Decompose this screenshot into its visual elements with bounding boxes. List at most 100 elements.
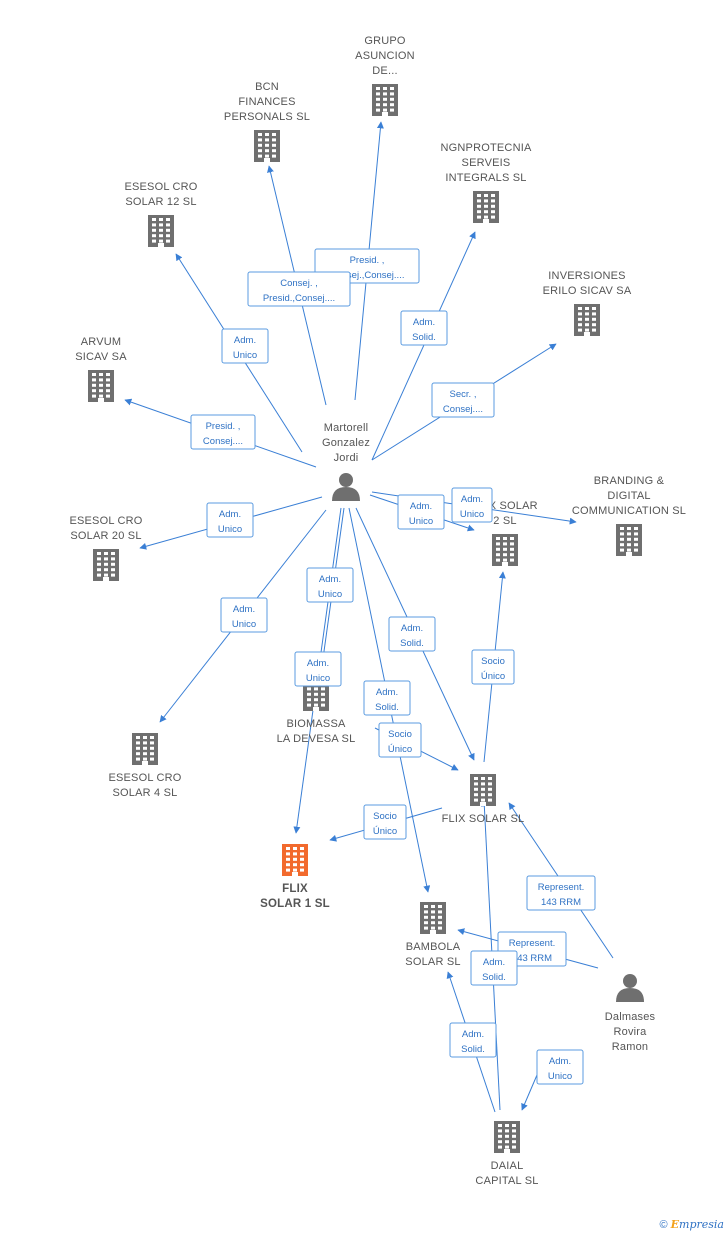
company-node-biomassa[interactable]: BIOMASSA LA DEVESA SL xyxy=(277,679,356,745)
building-icon xyxy=(574,304,600,336)
edge-label-text: Adm. xyxy=(461,494,483,505)
company-node-daial[interactable]: DAIAL CAPITAL SL xyxy=(475,1121,538,1187)
edge-label[interactable]: Adm.Unico xyxy=(397,494,445,530)
node-label: BIOMASSA xyxy=(286,718,346,730)
company-node-flix1[interactable]: FLIX SOLAR 1 SL xyxy=(260,844,330,910)
node-label: FLIX xyxy=(282,883,308,895)
edge-label-box xyxy=(536,1049,584,1085)
building-icon xyxy=(473,191,499,223)
edge-label-text: Solid. xyxy=(461,1044,485,1055)
node-label: DAIAL xyxy=(491,1160,524,1172)
edge-label[interactable]: Adm.Unico xyxy=(220,597,268,633)
node-label: SOLAR SL xyxy=(405,956,460,968)
node-label: SOLAR 20 SL xyxy=(70,530,141,542)
node-label: 2 SL xyxy=(493,515,516,527)
node-label: ASUNCION xyxy=(355,50,415,62)
edge-label-box xyxy=(397,494,445,530)
edge-label[interactable]: Adm.Solid. xyxy=(449,1022,497,1058)
relationship-edge xyxy=(371,231,476,461)
edge-label[interactable]: Adm.Solid. xyxy=(388,616,436,652)
edge-label[interactable]: Adm.Solid. xyxy=(363,680,411,716)
edge-label-text: Consej.... xyxy=(443,404,483,415)
node-label: CAPITAL SL xyxy=(475,1175,538,1187)
edge-label[interactable]: Secr. , Consej.... xyxy=(431,382,495,418)
edge-label-text: Presid. , xyxy=(206,421,241,432)
edge-label-text: Solid. xyxy=(375,702,399,713)
building-icon xyxy=(420,902,446,934)
edge-label[interactable]: Adm.Unico xyxy=(294,651,342,687)
company-node-esesol20[interactable]: ESESOL CRO SOLAR 20 SL xyxy=(69,515,143,581)
building-icon xyxy=(93,549,119,581)
edge-label[interactable]: Adm.Solid. xyxy=(400,310,448,346)
edge-label-text: Único xyxy=(388,744,412,755)
edge-label[interactable]: Presid. ,Consej.... xyxy=(190,414,256,450)
footer-brand[interactable]: © Empresia xyxy=(659,1218,724,1231)
node-label: SERVEIS xyxy=(462,157,511,169)
edge-label-text: Adm. xyxy=(307,658,329,669)
brand-logo: Empresia xyxy=(670,1218,724,1231)
edge-label-text: Consej.,Consej.... xyxy=(330,270,405,281)
node-label: LA DEVESA SL xyxy=(277,733,356,745)
edge-label-text: Socio xyxy=(388,729,412,740)
edge-label[interactable]: Adm.Unico xyxy=(306,567,354,603)
edge-label-box xyxy=(363,680,411,716)
edge-label-text: Adm. xyxy=(233,604,255,615)
edge-label-box xyxy=(400,310,448,346)
edge-label[interactable]: Consej. ,Presid.,Consej.... xyxy=(247,271,351,307)
edge-label-box xyxy=(449,1022,497,1058)
edge-label-box xyxy=(190,414,256,450)
company-node-flixsolar[interactable]: FLIX SOLAR SL xyxy=(442,774,525,825)
edge-label[interactable]: Adm.Solid. xyxy=(470,950,518,986)
node-label: Martorell xyxy=(324,422,369,434)
building-icon xyxy=(616,524,642,556)
edge-label-box xyxy=(526,875,596,911)
node-label: BCN xyxy=(255,81,279,93)
node-label: ARVUM xyxy=(81,336,122,348)
edge-label[interactable]: Adm.Unico xyxy=(221,328,269,364)
edge-label-box xyxy=(451,487,493,523)
edge-label[interactable]: Represent.143 RRM xyxy=(526,875,596,911)
edge-label[interactable]: Adm. Unico xyxy=(451,487,493,523)
building-icon xyxy=(492,534,518,566)
edge-label-box xyxy=(471,649,515,685)
edge-label-box xyxy=(388,616,436,652)
edge-label-text: Adm. xyxy=(234,335,256,346)
edge-label-box xyxy=(220,597,268,633)
node-label: SOLAR 1 SL xyxy=(260,898,330,910)
edge-label[interactable]: Adm.Unico xyxy=(536,1049,584,1085)
edge-label-text: Unico xyxy=(409,516,433,527)
edge-label-box xyxy=(206,502,254,538)
company-node-grupo[interactable]: GRUPOASUNCIONDE... xyxy=(355,35,415,116)
node-label: BRANDING & xyxy=(594,475,665,487)
edge-label[interactable]: Adm.Unico xyxy=(206,502,254,538)
edge-label-text: Secr. , xyxy=(450,389,477,400)
node-label: INTEGRALS SL xyxy=(445,172,526,184)
node-label: Jordi xyxy=(334,452,359,464)
node-label: NGNPROTECNIA xyxy=(440,142,531,154)
edge-label-box xyxy=(294,651,342,687)
edge-label-text: Unico xyxy=(460,509,484,520)
node-label: PERSONALS SL xyxy=(224,111,310,123)
edge-label-box xyxy=(363,804,407,840)
node-label: ESESOL CRO xyxy=(124,181,197,193)
edge-label-text: Solid. xyxy=(482,972,506,983)
node-label: COMMUNICATION SL xyxy=(572,505,686,517)
person-icon xyxy=(332,473,360,501)
node-label: ESESOL CRO xyxy=(69,515,142,527)
building-icon xyxy=(372,84,398,116)
company-node-ngn[interactable]: NGNPROTECNIA SERVEIS INTEGRALS SL xyxy=(440,142,532,223)
edge-label-box xyxy=(221,328,269,364)
